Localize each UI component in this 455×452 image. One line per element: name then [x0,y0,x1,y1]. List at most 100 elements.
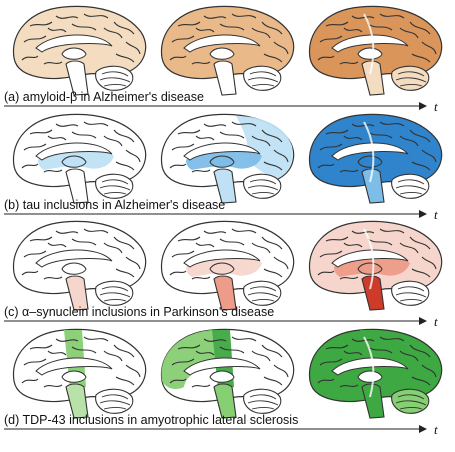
gyrus-line [351,15,375,19]
gyrus-line [29,21,53,27]
gyrus-line [115,161,135,171]
gyrus-line [47,27,67,33]
gyrus-line [421,364,437,378]
cerebellum-fold [249,71,277,77]
thalamus [357,370,383,383]
cerebellum-fold [249,286,277,292]
brainstem [213,275,237,311]
gyrus-line [195,135,215,141]
brainstem [213,168,237,204]
row-c-axis-label: t [434,314,438,329]
gyrus-line [231,13,257,19]
corpus-callosum [331,142,409,161]
gyrus-line [55,15,79,19]
cerebellum-fold [395,292,427,298]
brain-b-late [308,113,443,204]
cerebellum-fold [399,299,423,302]
gyrus-line [71,238,97,246]
gyrus-line [325,236,349,242]
corpus-callosum [331,249,409,268]
cerebellum-fold [101,71,129,77]
gyrus-line [379,228,405,234]
gyrus-line [177,21,201,27]
gyrus-line [23,250,47,258]
gyrus-line [191,276,211,280]
gyrus-line [103,27,123,39]
gyrus-line [21,378,39,384]
cerebellum-fold [251,192,275,195]
gyrus-line [251,350,271,362]
corpus-callosum [35,249,113,268]
gyrus-line [195,242,215,248]
row-a-caption: (a) amyloid-β in Alzheimer's disease [4,90,204,104]
gyrus-line [103,242,123,254]
corpus-callosum [331,34,409,53]
cerebellum-fold [103,84,127,87]
gyrus-line [351,338,375,342]
gyrus-line [29,344,53,350]
gyrus-line [317,270,335,276]
gyrus-line [343,242,363,248]
brain-a-early [12,5,147,96]
gyrus-line [231,336,257,342]
brain-c-early [12,220,147,311]
row-a-axis-label: t [434,99,438,114]
highlight-streak [363,336,375,398]
gyrus-line [169,163,187,169]
gyrus-line [177,344,201,350]
gyrus-line [263,376,283,386]
cerebellum-fold [249,394,277,400]
gyrus-line [203,15,227,19]
thalamus [61,47,87,60]
gyrus-line [55,123,79,127]
cerebellum-fold [251,407,275,410]
gyrus-line [29,129,53,135]
gyrus-line [411,53,431,63]
gyrus-line [273,41,289,55]
row-b: (b) tau inclusions in Alzheimer's diseas… [4,198,438,222]
corpus-callosum [183,357,261,376]
gyrus-line [411,268,431,278]
gyrus-line [251,135,271,147]
gyrus-line [421,149,437,163]
gyrus-line [409,129,431,143]
row-c-caption: (c) α–synuclein inclusions in Parkinson'… [4,305,274,319]
gyrus-line [231,228,257,234]
gyrus-line [273,364,289,378]
cerebellum-fold [101,179,129,185]
gyrus-line [219,23,245,31]
gyrus-line [399,135,419,147]
region-back [236,116,293,180]
gyrus-line [177,236,201,242]
gyrus-line [263,268,283,278]
gyrus-line [55,338,79,342]
cerebellum-fold [395,77,427,83]
highlight-streak [363,121,375,183]
brain-d-late [308,328,443,419]
thalamus [357,47,383,60]
brain-b-mid [160,113,295,204]
gyrus-line [21,163,39,169]
gyrus-line [409,236,431,250]
cerebellum-fold [247,77,279,83]
gyrus-line [203,123,227,127]
thalamus [209,155,235,168]
corpus-callosum [35,34,113,53]
corpus-callosum [183,249,261,268]
thalamus [357,262,383,275]
thalamus [209,262,235,275]
gyrus-line [317,163,335,169]
corpus-callosum [331,357,409,376]
brainstem [65,275,89,311]
cerebellum-fold [247,400,279,406]
gyrus-line [23,143,47,151]
row-d-caption: (d) TDP-43 inclusions in amyotrophic lat… [4,413,298,427]
gyrus-line [83,13,109,19]
gyrus-line [43,384,63,388]
gyrus-line [325,129,349,135]
gyrus-line [125,149,141,163]
brainstem [213,60,237,96]
cerebellum-fold [247,292,279,298]
gyrus-line [113,236,135,250]
